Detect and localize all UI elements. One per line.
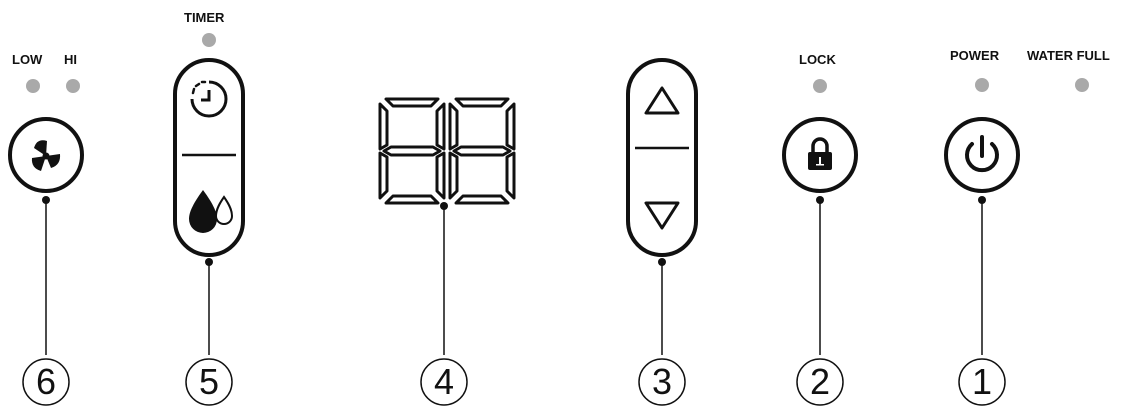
callout-circle-3 bbox=[638, 358, 686, 406]
lock-button[interactable] bbox=[782, 117, 858, 193]
lock-icon bbox=[808, 137, 832, 170]
lock-indicator-led bbox=[813, 79, 827, 93]
callout-5: 5 bbox=[198, 361, 220, 402]
timer-label: TIMER bbox=[184, 10, 225, 25]
callout-6: 6 bbox=[35, 361, 57, 402]
power-label: POWER bbox=[950, 48, 1000, 63]
timer-indicator-led bbox=[202, 33, 216, 47]
callout-1: 1 bbox=[971, 361, 993, 402]
callout-circle-1 bbox=[958, 358, 1006, 406]
timer-icon[interactable] bbox=[190, 80, 228, 118]
water-full-indicator-led bbox=[1075, 78, 1089, 92]
power-icon bbox=[965, 135, 999, 173]
up-down-button bbox=[626, 58, 698, 257]
callout-circle-4 bbox=[420, 358, 468, 406]
callout-circle-6 bbox=[22, 358, 70, 406]
down-arrow-icon[interactable] bbox=[644, 201, 680, 230]
low-label: LOW bbox=[12, 52, 43, 67]
callout-circle-2 bbox=[796, 358, 844, 406]
callout-2: 2 bbox=[809, 361, 831, 402]
power-indicator-led bbox=[975, 78, 989, 92]
water-drops-icon[interactable] bbox=[189, 190, 234, 233]
hi-label: HI bbox=[64, 52, 77, 67]
digit-1 bbox=[378, 97, 446, 205]
lock-label: LOCK bbox=[799, 52, 836, 67]
callout-circle-5 bbox=[185, 358, 233, 406]
fan-button[interactable] bbox=[8, 117, 84, 193]
power-button[interactable] bbox=[944, 117, 1020, 193]
seven-segment-display bbox=[378, 97, 516, 205]
fan-icon bbox=[31, 140, 61, 171]
digit-2 bbox=[448, 97, 516, 205]
callout-3: 3 bbox=[651, 361, 673, 402]
hi-indicator-led bbox=[66, 79, 80, 93]
callout-4: 4 bbox=[433, 361, 455, 402]
up-arrow-icon[interactable] bbox=[644, 86, 680, 115]
water-full-label: WATER FULL bbox=[1027, 48, 1110, 63]
low-indicator-led bbox=[26, 79, 40, 93]
